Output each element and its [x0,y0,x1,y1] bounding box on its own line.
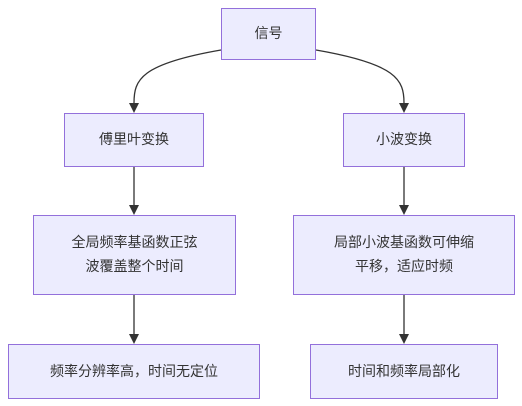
edge-wavelet-desc-to-result [399,295,409,344]
node-fourier-description: 全局频率基函数正弦 波覆盖整个时间 [33,215,236,295]
node-fourier-transform: 傅里叶变换 [64,113,204,167]
node-signal-label: 信号 [254,26,283,42]
edge-signal-to-fourier [129,49,222,113]
node-signal: 信号 [221,8,316,60]
node-wavelet-transform: 小波变换 [343,113,465,167]
edge-fourier-desc-to-result [129,295,139,344]
edge-wavelet-to-desc [399,167,409,215]
edge-signal-to-wavelet [315,49,409,113]
node-wavelet-transform-label: 小波变换 [376,132,432,148]
node-wavelet-result-label: 时间和频率局部化 [348,363,460,380]
edge-fourier-to-desc [129,167,139,215]
node-wavelet-result: 时间和频率局部化 [310,344,498,399]
node-fourier-transform-label: 傅里叶变换 [99,132,169,148]
node-wavelet-description-label: 局部小波基函数可伸缩 平移，适应时频 [334,235,474,275]
node-fourier-description-label: 全局频率基函数正弦 波覆盖整个时间 [71,235,198,275]
node-fourier-result-label: 频率分辨率高，时间无定位 [50,363,218,380]
node-fourier-result: 频率分辨率高，时间无定位 [8,344,260,399]
node-wavelet-description: 局部小波基函数可伸缩 平移，适应时频 [293,215,515,295]
